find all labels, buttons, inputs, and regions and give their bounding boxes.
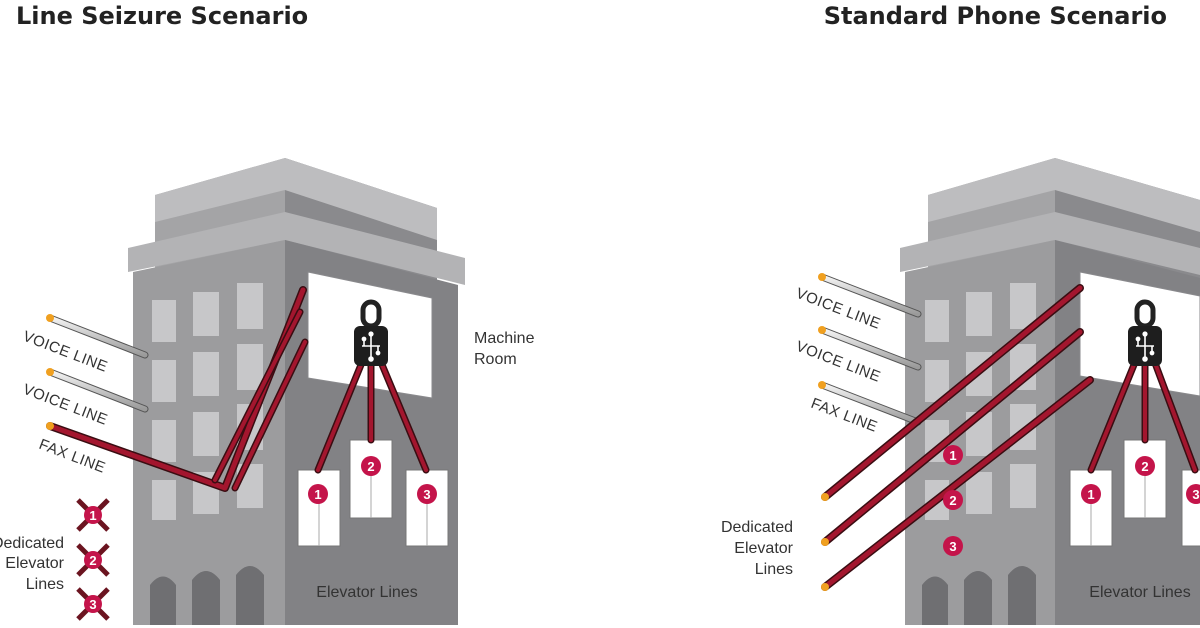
left-title: Line Seizure Scenario [16, 2, 308, 30]
fax-line-pipe [819, 382, 921, 425]
machine-room-label: Room [474, 351, 517, 368]
voice-line-pipe [819, 327, 921, 370]
elevator-number: 3 [423, 487, 430, 502]
wire-badge-number: 2 [949, 493, 956, 508]
endpoint-dot [821, 493, 829, 501]
dedicated-lines-label: Elevator [734, 540, 793, 557]
right-controller-device [1087, 299, 1199, 474]
right-dedicated-wires [821, 284, 1094, 591]
endpoint-dot [46, 368, 54, 376]
elevator-number: 3 [1192, 487, 1199, 502]
right-wire-badges: 1 2 3 [943, 445, 963, 556]
crossed-line-number: 1 [89, 508, 96, 523]
endpoint-dot [818, 273, 826, 281]
right-pipes [818, 273, 922, 426]
dedicated-lines-label: Dedicated [0, 535, 64, 552]
wire-badge-number: 3 [949, 539, 956, 554]
right-elevator-car [1181, 469, 1200, 547]
elevator-number: 2 [1141, 459, 1148, 474]
endpoint-dot [821, 538, 829, 546]
elevator-lines-label: Elevator Lines [1089, 584, 1190, 601]
left-crossed-lines: 1 2 3 [76, 498, 110, 621]
left-pipes [46, 314, 149, 413]
voice-line-pipe [819, 274, 921, 317]
endpoint-dot [821, 583, 829, 591]
left-controller-device [314, 299, 430, 474]
right-title: Standard Phone Scenario [824, 2, 1167, 30]
crossed-line-number: 2 [89, 553, 96, 568]
voice-line-pipe [47, 315, 148, 358]
endpoint-dot [818, 326, 826, 334]
dedicated-lines-label: Elevator [5, 555, 64, 572]
left-ground-arches [150, 566, 264, 625]
dedicated-lines-label: Dedicated [721, 519, 793, 536]
right-panel: Standard Phone Scenario [721, 2, 1200, 625]
endpoint-dot [46, 314, 54, 322]
crossed-line-number: 3 [89, 597, 96, 612]
usb-icon [361, 331, 381, 362]
right-ground-arches [922, 566, 1036, 625]
left-windows [152, 283, 263, 520]
right-building [900, 158, 1200, 625]
machine-room-label: Machine [474, 330, 535, 347]
dedicated-lines-label: Lines [755, 561, 793, 578]
dedicated-lines-label: Lines [26, 576, 64, 593]
left-panel: Line Seizure Scenario [0, 2, 535, 625]
elevator-number: 1 [1087, 487, 1094, 502]
elevator-number: 2 [367, 459, 374, 474]
usb-icon [1135, 331, 1155, 362]
endpoint-dot [818, 381, 826, 389]
left-elevator-badges: 1 2 3 [308, 456, 437, 504]
wire-badge-number: 1 [949, 448, 956, 463]
elevator-lines-label: Elevator Lines [316, 584, 417, 601]
right-elevator-badges: 1 2 3 [1081, 456, 1200, 504]
left-building [128, 158, 465, 625]
elevator-number: 1 [314, 487, 321, 502]
left-fax-route [46, 286, 309, 492]
endpoint-dot [46, 422, 54, 430]
voice-line-pipe [47, 369, 148, 412]
